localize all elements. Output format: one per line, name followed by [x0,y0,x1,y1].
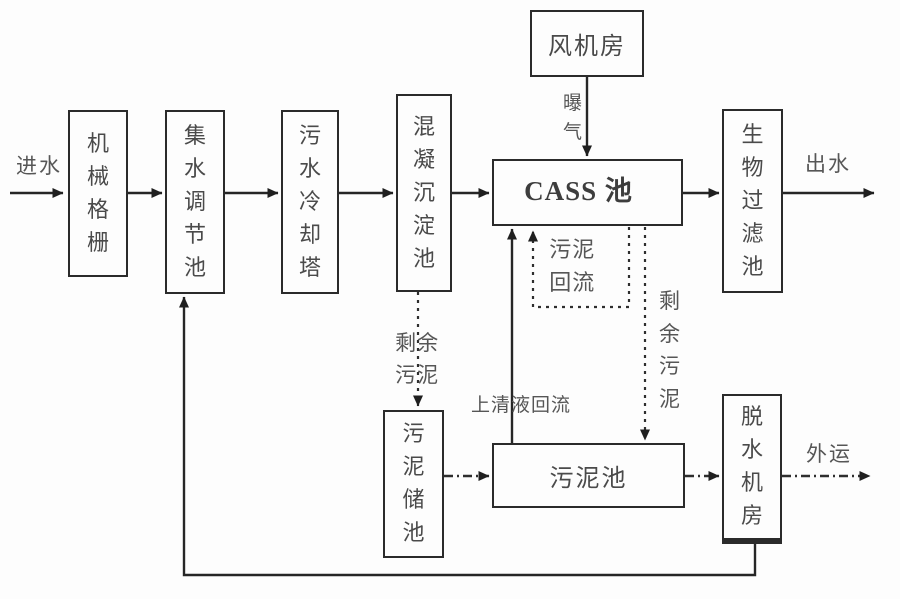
node-dewatering-room: 脱水机房 [722,394,782,544]
label-excess-sludge-left: 剩余污泥 [395,331,440,387]
node-coagulation-sedimentation-tank: 混凝沉淀池 [396,94,452,292]
label-effluent: 出水 [805,152,851,176]
node-cass-tank: CASS 池 [492,159,683,226]
label-supernatant-return: 上清液回流 [471,394,572,416]
node-mechanical-screen: 机械格栅 [68,110,128,277]
node-mechanical-screen-label: 机械格栅 [86,131,109,256]
arrow-return-to-regulation [179,296,757,577]
label-influent: 进水 [16,154,62,178]
node-biological-filter-tank-label: 生物过滤池 [741,122,764,280]
node-fan-room: 风机房 [530,10,644,77]
node-biological-filter-tank: 生物过滤池 [722,109,783,293]
label-transport-out: 外运 [806,442,852,466]
node-collection-regulation-tank: 集水调节池 [165,110,225,294]
arrow-sludge-return-loop [528,227,631,309]
label-aeration: 曝气 [563,92,584,144]
node-coagulation-sedimentation-tank-label: 混凝沉淀池 [412,114,435,272]
node-sludge-storage-tank: 污泥储池 [383,410,444,558]
node-wastewater-cooling-tower-label: 污水冷却塔 [298,123,321,281]
node-collection-regulation-tank-label: 集水调节池 [183,123,206,281]
node-sludge-storage-tank-label: 污泥储池 [402,422,425,546]
label-excess-sludge-right: 剩余污泥 [659,289,680,411]
node-dewatering-room-label: 脱水机房 [740,405,763,529]
label-sludge-return: 污泥回流 [549,238,596,296]
node-wastewater-cooling-tower: 污水冷却塔 [281,110,339,294]
node-cass-tank-label: CASS 池 [524,176,633,206]
node-fan-room-label: 风机房 [548,32,626,60]
node-sludge-tank: 污泥池 [492,443,685,508]
node-sludge-tank-label: 污泥池 [549,464,628,492]
